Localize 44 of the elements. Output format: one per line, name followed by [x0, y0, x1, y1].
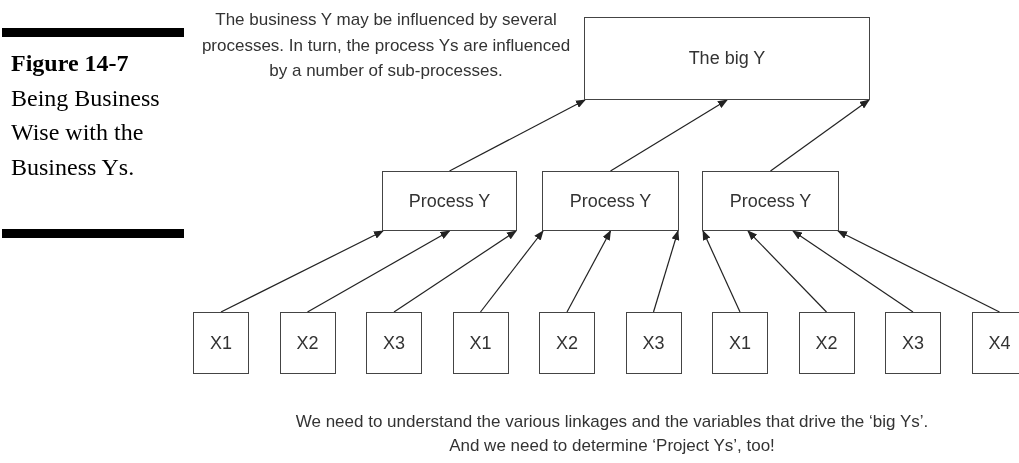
process-box: [702, 171, 839, 231]
process-box: [712, 312, 768, 374]
arrow: [448, 99, 586, 172]
arrow: [393, 230, 517, 313]
box-label: X2: [815, 331, 838, 355]
arrow: [837, 230, 1001, 313]
process-box: [971, 312, 1019, 374]
process-box: [193, 312, 249, 374]
arrow: [479, 230, 544, 313]
box-label: X2: [556, 331, 578, 355]
box-label: X4: [988, 331, 1011, 355]
arrow: [702, 230, 741, 313]
process-box: [625, 312, 682, 374]
box-label: X1: [729, 331, 751, 355]
box-label: The big Y: [688, 47, 766, 70]
box-label: Process Y: [408, 189, 491, 213]
arrow: [652, 230, 680, 313]
process-box: [382, 171, 517, 231]
note-text: The business Y may be influenced by several processes. In turn, the process Ys are influenced by a number of sub-processes.: [200, 9, 572, 82]
note-text: We need to understand the various linkages and the variables that drive the ‘big Ys’. And we need to determine ‘Project Ys’, too!: [294, 411, 930, 457]
arrow: [769, 99, 870, 172]
box-label: X3: [642, 331, 665, 355]
process-box: [798, 312, 855, 374]
box-label: Process Y: [569, 189, 652, 213]
box-label: X1: [210, 331, 232, 355]
arrow: [566, 230, 612, 313]
box-label: X1: [469, 331, 492, 355]
process-box: [539, 312, 595, 374]
process-box: [452, 312, 509, 374]
arrow: [306, 230, 451, 313]
box-label: X2: [296, 331, 319, 355]
arrow: [220, 230, 384, 313]
figure-caption: Figure 14-7 Being Business Wise with the Business Ys.: [11, 49, 161, 182]
process-box: [279, 312, 336, 374]
process-box: [542, 171, 679, 231]
arrow: [792, 230, 914, 313]
process-box: [885, 312, 941, 374]
arrow: [609, 99, 728, 172]
process-box: [366, 312, 422, 374]
box-label: X3: [383, 331, 405, 355]
box-label: X3: [902, 331, 924, 355]
arrow: [747, 230, 828, 313]
box-label: Process Y: [729, 189, 812, 213]
process-box: [584, 17, 870, 100]
